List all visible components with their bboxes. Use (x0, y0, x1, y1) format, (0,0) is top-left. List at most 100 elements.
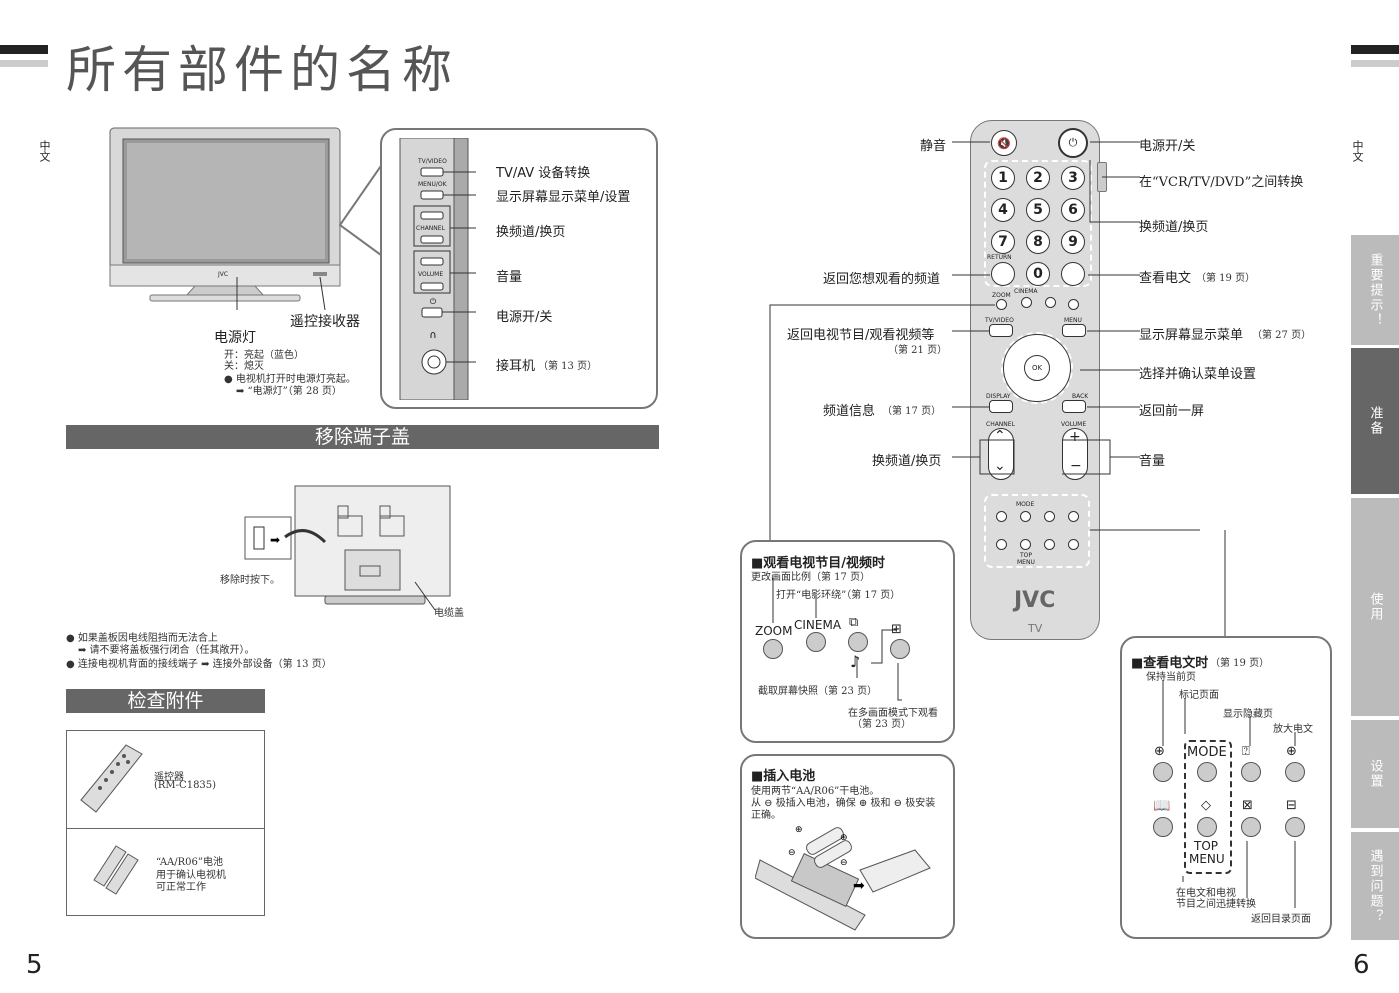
teletext-reveal-button[interactable] (1241, 762, 1261, 782)
battery-line-2: 从 ⊖ 极插入电池，确保 ⊕ 极和 ⊖ 极安装 (751, 798, 936, 809)
teletext-index-text: 标记页面 (1179, 690, 1219, 701)
accessory-battery-label: “AA/R06”电池 (156, 857, 224, 868)
side-tab-troubleshooting[interactable]: 遇到问题？ (1351, 832, 1399, 940)
zoom-button[interactable] (996, 299, 1007, 310)
teletext-hold-button[interactable] (1153, 762, 1173, 782)
num-9-button[interactable]: 9 (1061, 230, 1085, 254)
num-7-button[interactable]: 7 (991, 230, 1015, 254)
multi-picture-button[interactable] (1068, 299, 1079, 310)
teletext-index-button[interactable] (1153, 817, 1173, 837)
back-button[interactable] (1062, 400, 1086, 413)
svg-text:➡: ➡ (853, 878, 865, 894)
num-1-button[interactable]: 1 (991, 166, 1015, 190)
num-3-button[interactable]: 3 (1061, 166, 1085, 190)
teletext-cancel-button[interactable] (1241, 817, 1261, 837)
label-back: 返回前一屏 (1139, 404, 1205, 419)
num-2-button[interactable]: 2 (1026, 166, 1050, 190)
accessory-battery-note-1: 用于确认电视机 (156, 870, 226, 881)
mute-button[interactable]: 🔇 (991, 130, 1017, 156)
index-button[interactable] (996, 539, 1007, 550)
num-6-button[interactable]: 6 (1061, 198, 1085, 222)
remote-tv-text: TV (1028, 622, 1043, 635)
tv-brand: JVC (218, 271, 229, 278)
ok-button[interactable]: OK (1024, 355, 1050, 381)
rewind-button[interactable] (1020, 511, 1031, 522)
lamp-on-text: 开：亮起（蓝色） (224, 350, 304, 361)
svg-text:⊖: ⊖ (840, 858, 848, 868)
page-number-right: 6 (1353, 950, 1370, 980)
channel-rocker[interactable] (988, 428, 1014, 480)
remove-note-3: ● 连接电视机背面的接线端子 ➡ 连接外部设备（第 13 页） (66, 659, 332, 670)
battery-box-title: ■插入电池 (751, 769, 816, 784)
teletext-button[interactable] (1061, 262, 1085, 286)
volume-text: VOLUME (1061, 421, 1087, 428)
record-button[interactable] (1020, 539, 1031, 550)
music-note-icon: ♪ (850, 652, 861, 671)
label-vcr-switch: 在“VCR/TV/DVD”之间转换 (1139, 175, 1304, 190)
tv-side-panel-illustration: ⏻ ∩ (399, 138, 476, 400)
label-tvvideo: 返回电视节目/观看视频等 (787, 328, 935, 343)
teletext-toc-text: 返回目录页面 (1251, 914, 1311, 925)
teletext-list-button[interactable] (1285, 817, 1305, 837)
tv-front-illustration (109, 127, 341, 310)
power-lamp-label: 电源灯 (214, 330, 256, 346)
hold-button[interactable] (996, 511, 1007, 522)
side-tab-important[interactable]: 重要提示！ (1351, 235, 1399, 345)
watch-cinema-button[interactable] (806, 632, 826, 652)
display-text: DISPLAY (986, 393, 1011, 400)
cinema-button[interactable] (1021, 297, 1032, 308)
side-tab-settings[interactable]: 设置 (1351, 720, 1399, 828)
power-button[interactable]: ⏻ (1058, 128, 1088, 158)
numpad-group (984, 160, 1092, 287)
svg-text:⊕: ⊕ (840, 833, 848, 843)
volume-down-icon: − (1070, 458, 1082, 474)
remove-cover-illustration: ➡ (244, 485, 451, 611)
watch-cinema-label: CINEMA (794, 618, 842, 632)
freeze-icon: ⧉ (849, 615, 859, 630)
callout-pointer (338, 159, 385, 259)
watch-zoom-button[interactable] (763, 639, 783, 659)
pause-button[interactable] (1068, 539, 1079, 550)
num-4-button[interactable]: 4 (991, 198, 1015, 222)
teletext-box (1120, 636, 1332, 939)
header-bar-left-light (0, 60, 48, 67)
return-text: RETURN (987, 254, 1012, 261)
num-0-button[interactable]: 0 (1026, 262, 1050, 286)
watch-cinema-text: 打开“电影环绕”（第 17 页） (776, 590, 901, 601)
teletext-box-page: （第 19 页） (1210, 658, 1270, 669)
side-label-headphone-page: （第 13 页） (538, 361, 598, 372)
side-tab-use[interactable]: 使用 (1351, 498, 1399, 716)
header-bar-right (1351, 45, 1399, 54)
teletext-top-label: TOP (1194, 839, 1219, 853)
fast-forward-button[interactable] (1068, 511, 1079, 522)
accessory-battery-note-2: 可正常工作 (156, 882, 206, 893)
label-mute: 静音 (920, 139, 947, 154)
teletext-mode-label: MODE (1187, 745, 1227, 760)
menu-text: MENU (1064, 317, 1082, 324)
teletext-menu-label: MENU (1189, 852, 1225, 866)
channel-down-icon: ⌄ (994, 458, 1006, 474)
teletext-rewind-button[interactable] (1197, 762, 1217, 782)
watch-freeze-button[interactable] (848, 632, 868, 652)
label-return: 返回您想观看的频道 (823, 272, 941, 287)
index-book-icon: 📖 (1153, 798, 1171, 814)
stop-button[interactable] (1044, 539, 1055, 550)
play-button[interactable] (1044, 511, 1055, 522)
num-8-button[interactable]: 8 (1026, 230, 1050, 254)
freeze-button[interactable] (1045, 297, 1056, 308)
lang-label-right: 中文 (1351, 140, 1364, 162)
teletext-top-button[interactable] (1197, 817, 1217, 837)
volume-rocker[interactable] (1062, 428, 1088, 480)
page-number-left: 5 (26, 950, 43, 980)
watch-multi-button[interactable] (890, 639, 910, 659)
teletext-switch-2: 节目之间迅捷转换 (1176, 899, 1256, 910)
num-5-button[interactable]: 5 (1026, 198, 1050, 222)
return-button[interactable] (991, 262, 1015, 286)
teletext-size-button[interactable] (1285, 762, 1305, 782)
zoom-text: ZOOM (992, 292, 1011, 299)
mute-icon: 🔇 (997, 136, 1011, 150)
lamp-off-text: 关：熄灭 (224, 361, 264, 372)
menu-button[interactable] (1062, 324, 1086, 337)
side-tab-preparation[interactable]: 准备 (1351, 348, 1399, 494)
label-display-page: （第 17 页） (882, 406, 942, 417)
